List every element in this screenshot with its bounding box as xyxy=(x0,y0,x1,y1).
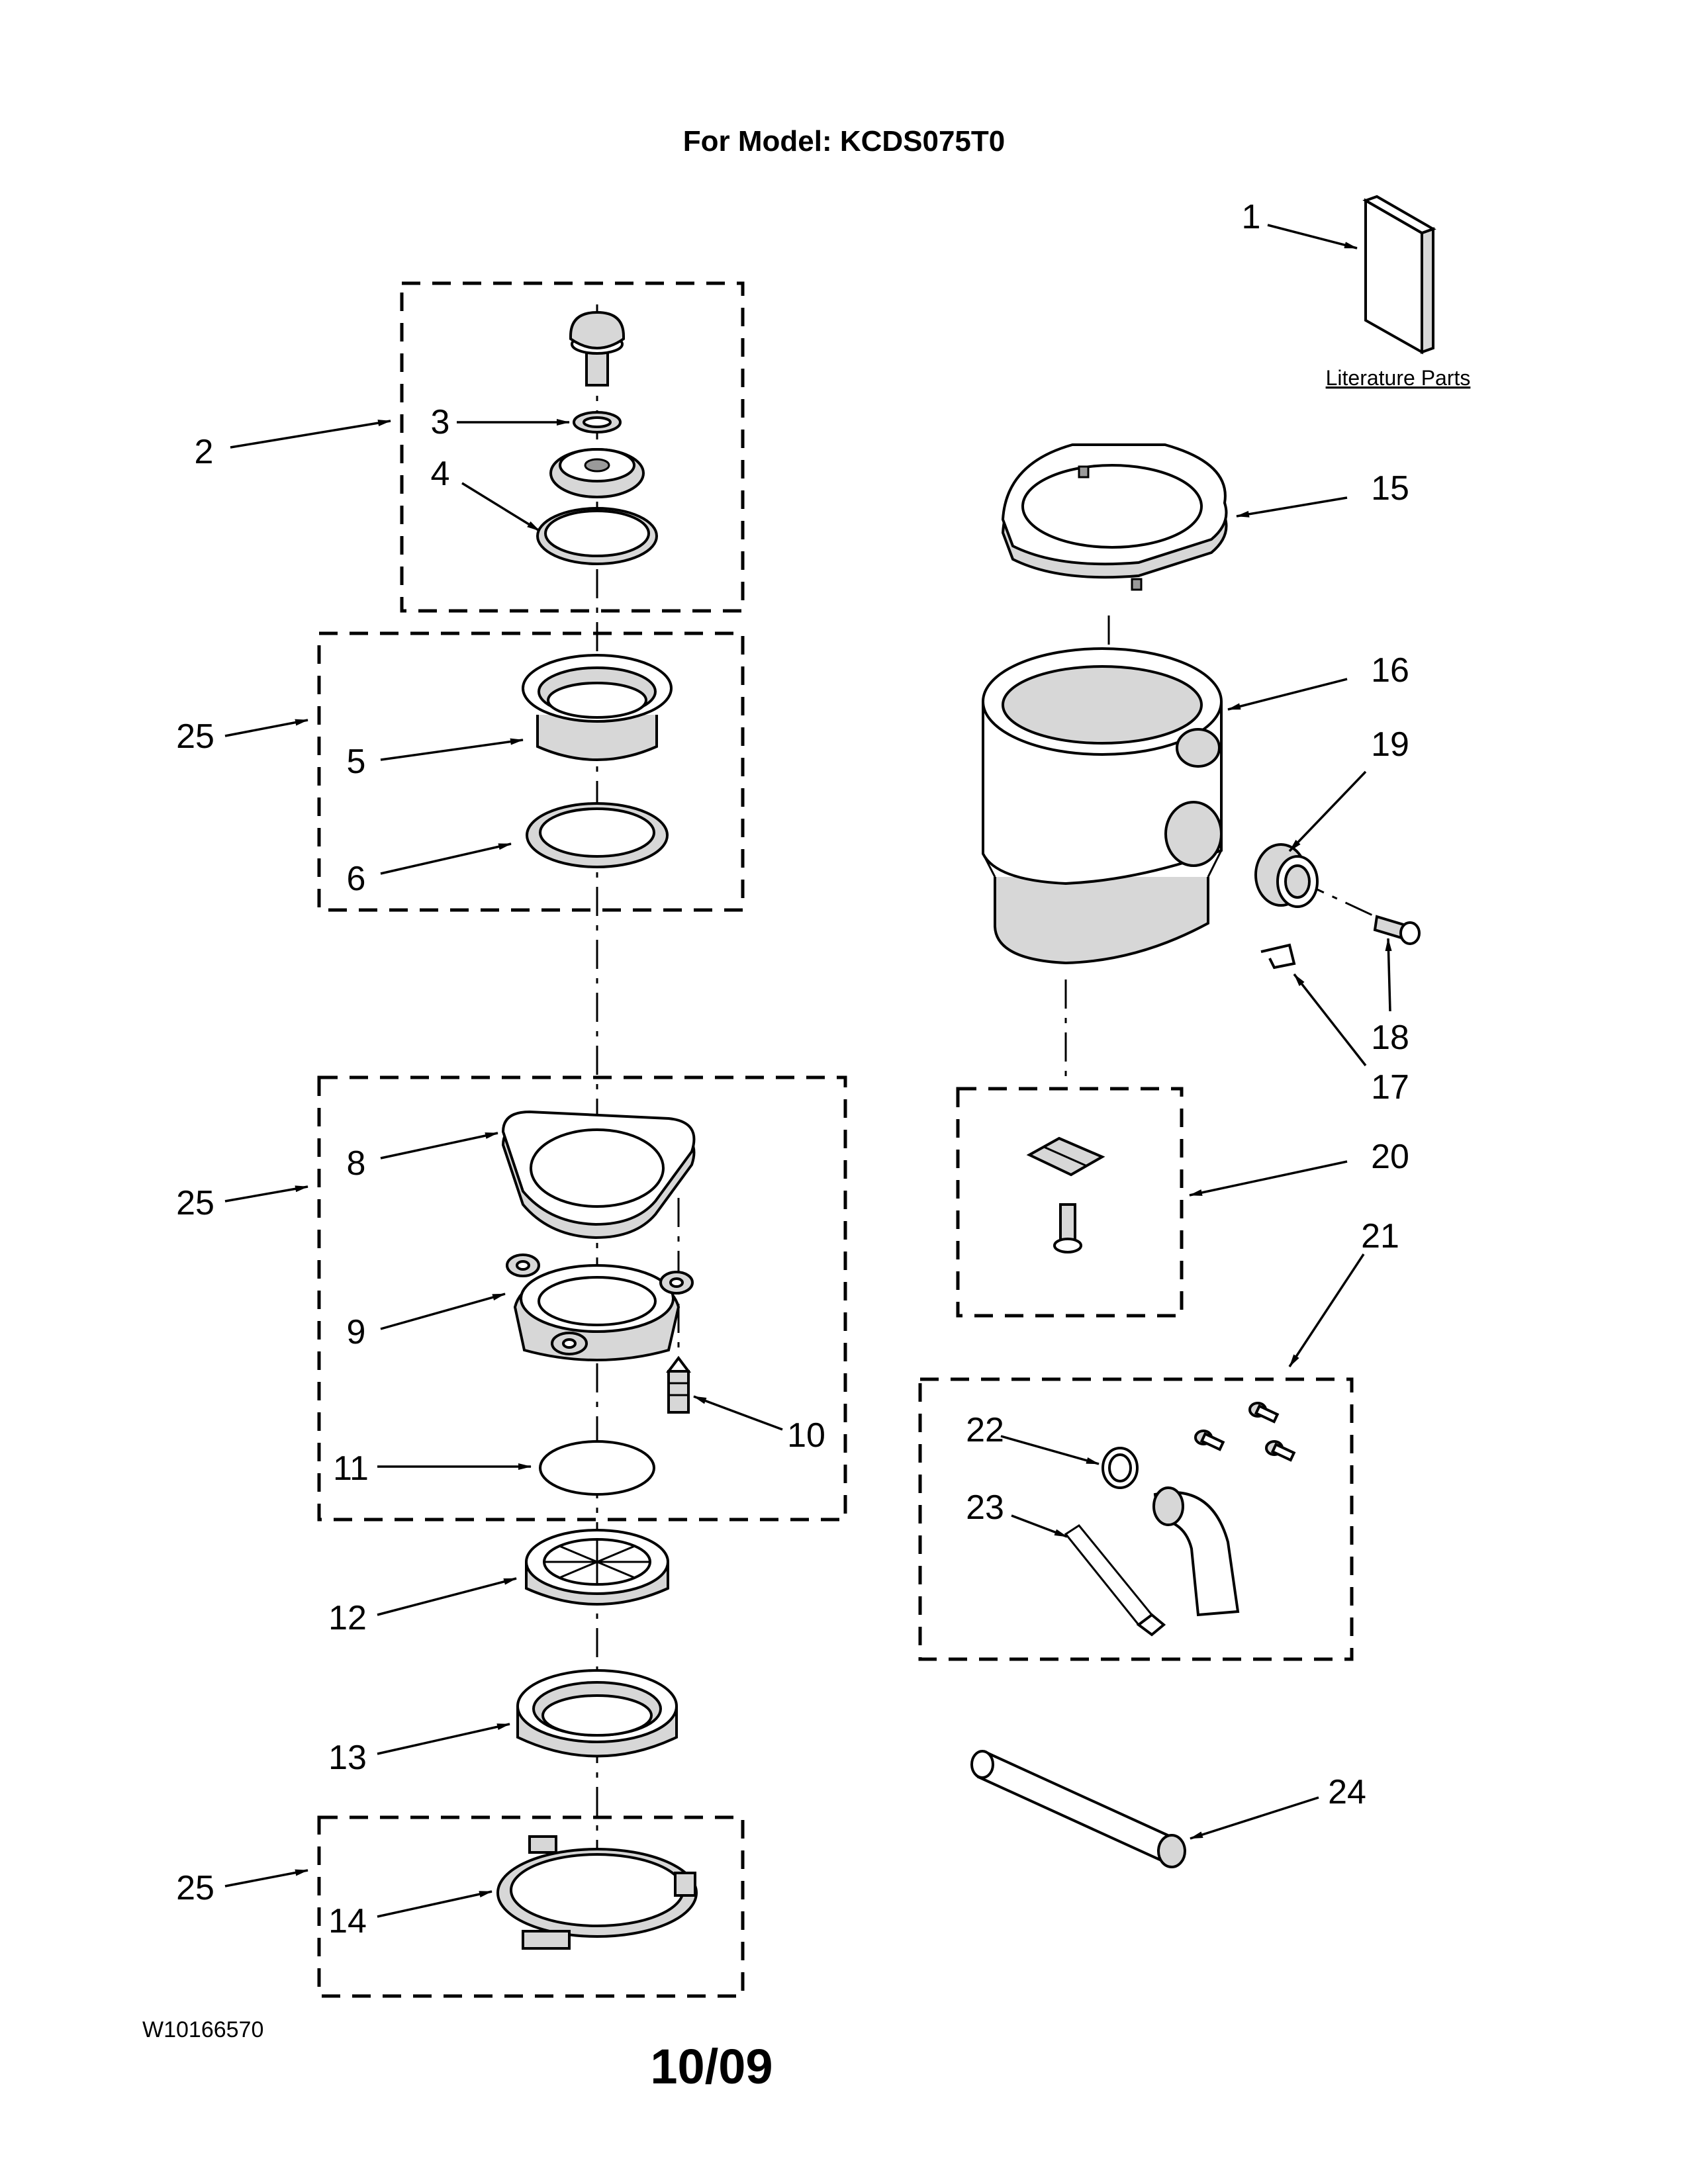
assembly-box-flange xyxy=(317,631,745,912)
callout-15: 15 xyxy=(1371,469,1409,508)
callout-24: 24 xyxy=(1328,1773,1366,1811)
callout-3: 3 xyxy=(431,403,450,441)
part-22-hose-clamp xyxy=(1102,1447,1139,1489)
literature-booklet xyxy=(1362,195,1436,355)
assembly-box-hardware xyxy=(918,1377,1354,1661)
dishwasher-connector-elbow xyxy=(1152,1486,1240,1617)
part-24-discharge-tube xyxy=(970,1750,1186,1868)
part-8-backup-flange xyxy=(501,1110,696,1240)
part-19-outlet-fitting xyxy=(1254,843,1319,908)
callout-23: 23 xyxy=(966,1488,1004,1527)
assembly-box-stopper xyxy=(400,281,745,613)
page-title: For Model: KCDS075T0 xyxy=(683,125,1006,158)
literature-parts-label: Literature Parts xyxy=(1326,366,1471,390)
assembly-box-mount xyxy=(317,1075,847,1522)
part-10-mounting-screw xyxy=(666,1355,691,1414)
sink-stopper xyxy=(569,310,625,387)
part-14-lower-mount-ring xyxy=(496,1835,698,1950)
revision-date: 10/09 xyxy=(650,2039,773,2094)
part-4-gasket xyxy=(536,507,658,565)
callout-21: 21 xyxy=(1361,1217,1399,1255)
part-15-top-cover xyxy=(1001,443,1228,591)
callout-6: 6 xyxy=(347,860,366,898)
callout-25-b: 25 xyxy=(176,1184,214,1222)
part-23-wrench xyxy=(1064,1524,1154,1627)
nameplate-label xyxy=(1026,1136,1105,1177)
callout-25-c: 25 xyxy=(176,1869,214,1907)
part-16-motor-housing xyxy=(982,647,1223,965)
assembly-box-nameplate xyxy=(956,1087,1184,1318)
callout-19: 19 xyxy=(1371,725,1409,764)
stopper-baffle xyxy=(549,448,645,498)
part-9-mounting-ring xyxy=(506,1253,694,1361)
callout-12: 12 xyxy=(328,1599,367,1637)
part-13-seal-ring xyxy=(516,1669,678,1758)
part-18-outlet-screw xyxy=(1373,915,1421,945)
callout-2: 2 xyxy=(195,433,214,471)
callout-25-a: 25 xyxy=(176,717,214,756)
document-number: W10166570 xyxy=(142,2017,263,2042)
callout-9: 9 xyxy=(347,1313,366,1351)
part-11-snap-ring xyxy=(539,1440,655,1496)
part-12-fiber-gasket xyxy=(525,1529,669,1606)
callout-5: 5 xyxy=(347,743,366,781)
hardware-screws xyxy=(1194,1402,1296,1462)
callout-4: 4 xyxy=(431,455,450,493)
callout-22: 22 xyxy=(966,1411,1004,1449)
callout-18: 18 xyxy=(1371,1019,1409,1057)
callout-8: 8 xyxy=(347,1144,366,1183)
part-5-sink-flange xyxy=(522,654,673,761)
part-6-gasket xyxy=(526,802,669,868)
callout-16: 16 xyxy=(1371,651,1409,690)
callout-11: 11 xyxy=(333,1449,369,1488)
callout-1: 1 xyxy=(1242,198,1261,236)
nameplate-screw xyxy=(1053,1203,1082,1253)
part-17-clip xyxy=(1260,943,1296,970)
callout-13: 13 xyxy=(328,1739,367,1777)
callout-10: 10 xyxy=(787,1416,825,1455)
callout-17: 17 xyxy=(1371,1068,1409,1107)
callout-14: 14 xyxy=(328,1902,367,1940)
callout-20: 20 xyxy=(1371,1138,1409,1176)
